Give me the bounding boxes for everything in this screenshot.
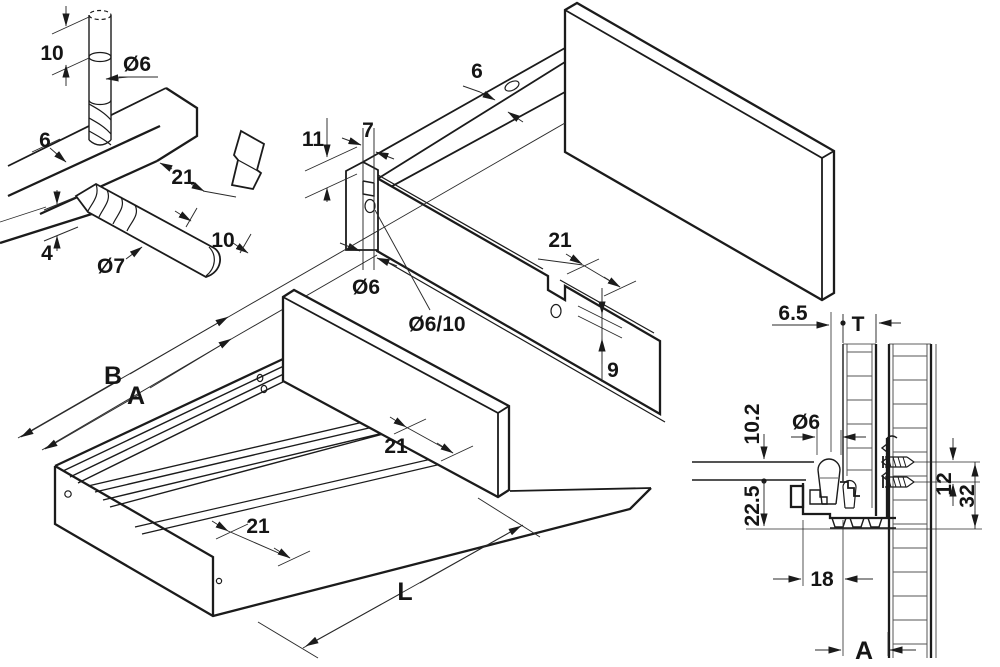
lip-width-label: 6	[471, 60, 483, 83]
dim-lip-width: 6	[462, 60, 524, 123]
dim-front-offset-section: 18	[773, 520, 873, 656]
dim-groove-offset-rear: 21	[537, 229, 637, 297]
drawer-rear-view: 6 11 7 Ø6 Ø6/10 21	[302, 1, 836, 423]
front-offset-label: 21	[384, 435, 408, 458]
groove-offset-label: 21	[548, 229, 572, 252]
dim-clearance: A	[815, 632, 916, 665]
cabinet-side-panel-section	[887, 343, 937, 658]
runner-dowel	[817, 458, 841, 505]
dim-groove-spacing-bottom: 21	[211, 515, 311, 567]
edge-distance-label: 6	[39, 129, 51, 152]
groove-spacing-label: 21	[171, 166, 195, 189]
front-groove	[134, 451, 468, 535]
dowel-dia-label: Ø6	[792, 411, 820, 434]
hole-dia-label: Ø6	[352, 276, 380, 299]
edge-distance-label: 6.5	[778, 302, 808, 325]
groove-spacing-label: 21	[246, 515, 270, 538]
dim-length-a: A	[41, 254, 378, 451]
drawer-length-label: L	[397, 578, 412, 606]
bottom-offset-label: 4	[41, 242, 53, 265]
groove-hole	[550, 303, 562, 319]
length-b-label: B	[104, 362, 122, 390]
front-panel-bottom-view	[281, 288, 511, 499]
side-panel-end	[345, 160, 379, 251]
dim-hole-dia: Ø6	[339, 242, 398, 299]
drilling-detail: 10 Ø6 6 21 4 Ø7	[0, 6, 266, 278]
horizontal-drill-bit	[74, 182, 221, 278]
clearance-label: A	[855, 637, 873, 665]
system-spacing-label: 32	[956, 484, 979, 507]
back-rail	[62, 363, 298, 484]
drawer-side-panel-section	[842, 343, 878, 516]
dowel-hole	[64, 490, 72, 498]
side-groove-strip	[362, 47, 566, 197]
groove-depth-label: 10.2	[741, 404, 764, 445]
dim-side-drill-dia: Ø7	[97, 246, 143, 278]
drawer-bottom-section	[692, 461, 814, 481]
dim-panel-thickness: T	[852, 313, 901, 336]
panel-thickness-label: T	[852, 313, 865, 336]
runner-profile	[789, 435, 898, 529]
dim-front-offset-bottom: 21	[384, 416, 474, 462]
back-offset-label: 9	[607, 359, 619, 382]
dim-bottom-height: 22.5	[741, 478, 768, 527]
dim-groove-depth: 10.2	[741, 404, 768, 460]
dim-drill-depth: 10	[40, 6, 90, 86]
drawer-bottom-view: B A	[17, 122, 652, 659]
drill-dia-label: Ø6	[123, 53, 151, 76]
groove-width-label: 7	[362, 119, 374, 142]
dim-back-offset: 9	[577, 288, 623, 382]
dim-side-drill-depth: 10	[174, 207, 252, 254]
length-a-label: A	[127, 382, 145, 410]
installation-cross-section: 6.5 T 10.2 Ø6 22.5 12	[692, 302, 982, 665]
end-hole	[364, 198, 376, 214]
dim-dot	[840, 320, 846, 326]
dim-groove-spacing-detail: 21	[159, 162, 237, 198]
dim-edge-distance: 6	[31, 129, 67, 163]
dim-drill-dia: Ø6	[105, 53, 158, 82]
dim-edge-distance-section: 6.5	[772, 302, 830, 329]
groove-height-label: 11	[302, 128, 325, 151]
screw-spacing-label: 12	[933, 472, 956, 495]
drill-depth-label: 10	[40, 42, 63, 65]
back-panel	[370, 170, 666, 423]
dim-groove-height: 11	[302, 118, 358, 202]
rail-hole	[260, 384, 268, 394]
side-drill-dia-label: Ø7	[97, 255, 125, 278]
inner-rail	[87, 406, 439, 508]
rail-hole	[504, 80, 520, 92]
front-panel	[563, 1, 836, 302]
dim-bottom-offset: 4	[41, 190, 79, 265]
dim-system-spacing: 32	[956, 462, 979, 529]
rail-hole	[256, 373, 264, 383]
front-offset-label: 18	[810, 568, 834, 591]
dim-length-b: B	[17, 122, 566, 439]
hole-dia-depth-label: Ø6/10	[408, 313, 465, 336]
dim-screw-spacing: 12	[933, 438, 957, 506]
dim-groove-width: 7	[341, 119, 395, 270]
vertical-drill-bit	[88, 9, 112, 146]
mounting-screw	[882, 476, 916, 488]
rear-pin	[842, 479, 857, 509]
dim-dowel-dia: Ø6	[791, 411, 866, 455]
dim-drawer-length: L	[257, 497, 541, 659]
side-drill-depth-label: 10	[211, 229, 234, 252]
bottom-height-label: 22.5	[741, 485, 764, 526]
dowel-hole	[215, 577, 223, 585]
